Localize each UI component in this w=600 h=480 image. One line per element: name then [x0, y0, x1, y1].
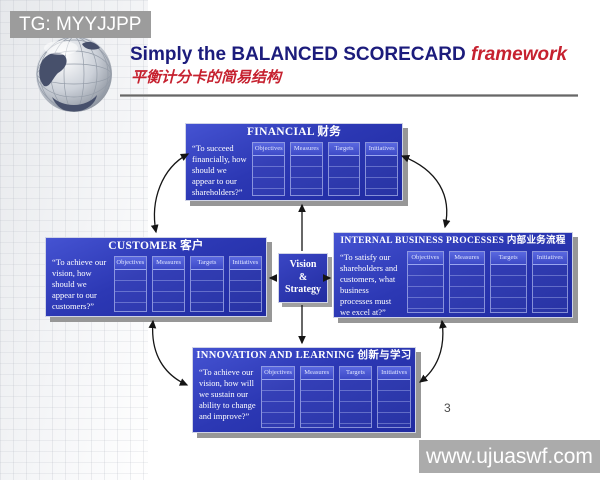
table-column-targets: Targets: [190, 256, 224, 312]
financial-box-title: FINANCIAL 财务: [246, 126, 341, 138]
column-header-objectives: Objectives: [253, 143, 285, 156]
vision-line-2: &: [298, 271, 308, 283]
column-header-targets: Targets: [328, 143, 360, 156]
innovation-box-title: INNOVATION AND LEARNING 创新与学习: [196, 350, 412, 361]
bottom-watermark-url: www.ujuaswf.com: [419, 440, 600, 473]
column-header-measures: Measures: [300, 367, 333, 380]
column-cells: [449, 265, 484, 312]
column-header-targets: Targets: [339, 367, 372, 380]
table-column-objectives: Objectives: [113, 256, 147, 312]
innovation-quote: “To achieve our vision, how will we sust…: [199, 367, 256, 422]
table-column-initiatives: Initiatives: [365, 142, 399, 196]
column-cells: [152, 270, 185, 311]
innovation-box-body: “To achieve our vision, how will we sust…: [197, 365, 411, 428]
slide-subtitle: 平衡计分卡的简易结构: [131, 70, 282, 86]
internal-quote: “To satisfy our shareholders and custome…: [340, 252, 398, 318]
top-watermark-bar: TG: MYYJJPP: [10, 11, 151, 38]
table-column-targets: Targets: [338, 366, 373, 428]
column-header-objectives: Objectives: [114, 257, 146, 270]
column-cells: [291, 156, 322, 195]
column-header-objectives: Objectives: [408, 252, 443, 265]
vision-strategy-box: Vision & Strategy: [278, 253, 328, 303]
column-header-objectives: Objectives: [262, 367, 294, 380]
customer-box-title: CUSTOMER 客户: [108, 240, 204, 252]
internal-box-body: “To satisfy our shareholders and custome…: [338, 250, 568, 318]
internal-processes-perspective-box: INTERNAL BUSINESS PROCESSES 内部业务流程 “To s…: [333, 232, 573, 318]
column-cells: [229, 270, 262, 311]
column-cells: [532, 265, 567, 312]
column-cells: [339, 380, 372, 427]
customer-box-body: “To achieve our vision, how should we ap…: [50, 255, 263, 312]
table-column-initiatives: Initiatives: [377, 366, 411, 428]
vision-line-3: Strategy: [284, 284, 322, 296]
table-column-measures: Measures: [290, 142, 323, 196]
column-header-targets: Targets: [491, 252, 526, 265]
column-cells: [378, 380, 410, 427]
column-header-measures: Measures: [152, 257, 185, 270]
customer-quote: “To achieve our vision, how should we ap…: [52, 257, 107, 312]
column-cells: [366, 156, 398, 195]
slide-title: Simply the BALANCED SCORECARD framework: [130, 44, 567, 66]
column-cells: [408, 265, 443, 312]
innovation-learning-perspective-box: INNOVATION AND LEARNING 创新与学习 “To achiev…: [192, 347, 416, 433]
customer-table: Objectives Measures Targets Initiatives: [113, 255, 263, 312]
column-header-targets: Targets: [191, 257, 223, 270]
innovation-table: Objectives Measures Targets Initiatives: [261, 365, 411, 428]
column-header-measures: Measures: [291, 143, 322, 156]
table-column-objectives: Objectives: [261, 366, 295, 428]
table-column-objectives: Objectives: [252, 142, 286, 196]
financial-quote: “To succeed financially, how should we a…: [192, 143, 247, 198]
vision-line-1: Vision: [289, 259, 317, 271]
table-column-initiatives: Initiatives: [228, 256, 263, 312]
page-number: 3: [444, 401, 451, 415]
slide-title-accent: framework: [470, 44, 568, 65]
column-cells: [328, 156, 360, 195]
column-cells: [253, 156, 285, 195]
column-cells: [262, 380, 294, 427]
column-cells: [491, 265, 526, 312]
column-header-initiatives: Initiatives: [532, 252, 567, 265]
slide-title-main: Simply the BALANCED SCORECARD: [130, 44, 466, 65]
internal-table: Objectives Measures Targets Initiatives: [407, 250, 568, 313]
financial-perspective-box: FINANCIAL 财务 “To succeed financially, ho…: [185, 123, 403, 201]
globe-icon: [36, 36, 112, 112]
column-header-initiatives: Initiatives: [378, 367, 410, 380]
column-cells: [300, 380, 333, 427]
table-column-measures: Measures: [151, 256, 186, 312]
title-divider-line: [120, 94, 578, 97]
column-cells: [191, 270, 223, 311]
table-column-measures: Measures: [448, 251, 485, 313]
column-header-initiatives: Initiatives: [229, 257, 262, 270]
customer-perspective-box: CUSTOMER 客户 “To achieve our vision, how …: [45, 237, 267, 317]
financial-table: Objectives Measures Targets Initiatives: [252, 141, 399, 196]
table-column-initiatives: Initiatives: [531, 251, 568, 313]
table-column-targets: Targets: [327, 142, 361, 196]
table-column-measures: Measures: [299, 366, 334, 428]
internal-box-title: INTERNAL BUSINESS PROCESSES 内部业务流程: [340, 236, 566, 246]
table-column-objectives: Objectives: [407, 251, 444, 313]
table-column-targets: Targets: [490, 251, 527, 313]
column-header-initiatives: Initiatives: [366, 143, 398, 156]
column-header-measures: Measures: [449, 252, 484, 265]
column-cells: [114, 270, 146, 311]
financial-box-body: “To succeed financially, how should we a…: [190, 141, 399, 198]
